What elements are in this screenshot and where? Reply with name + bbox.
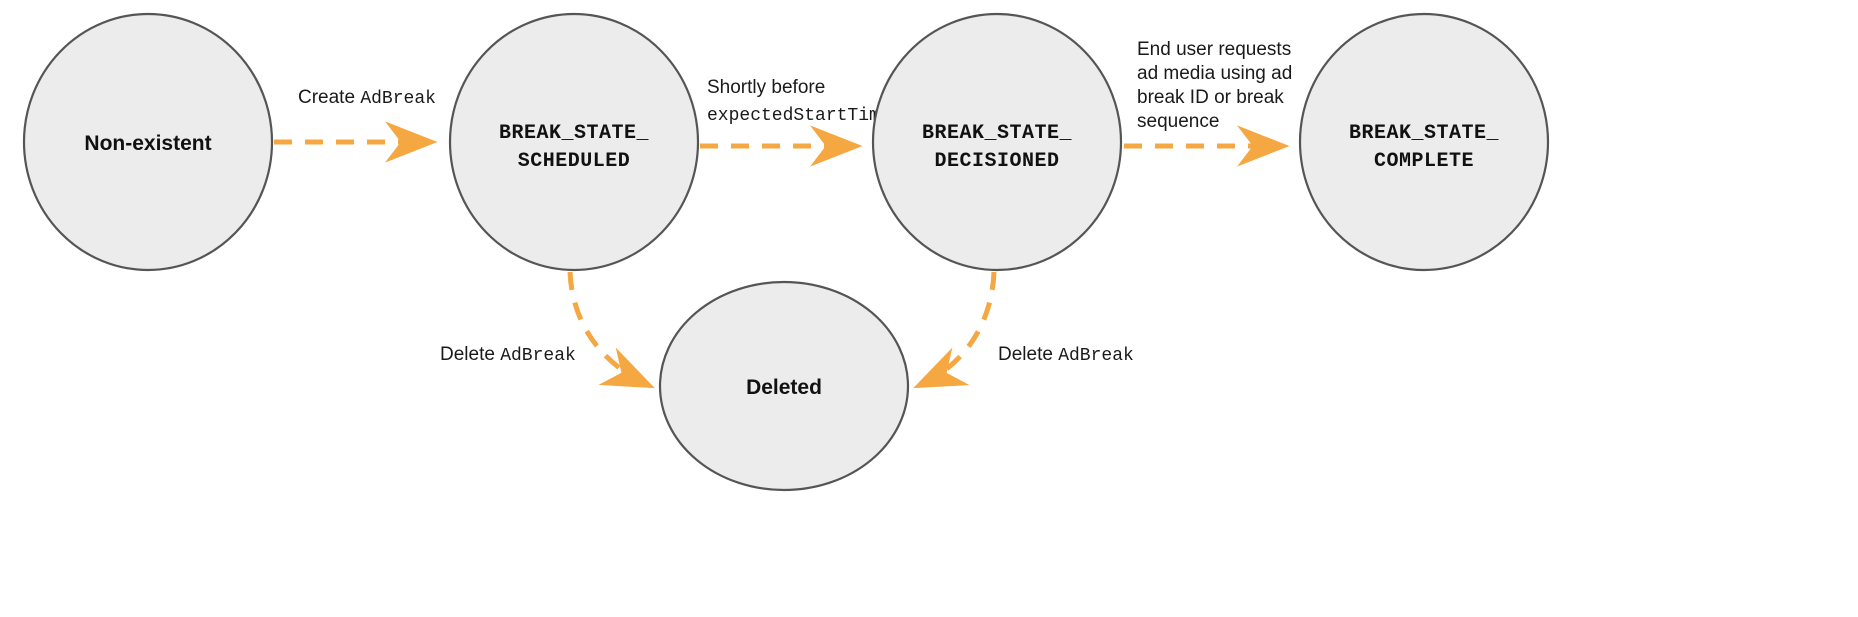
edge-label-shortly-before-line1: Shortly before bbox=[707, 77, 825, 98]
state-node-break-state-complete[interactable]: BREAK_STATE_ COMPLETE bbox=[1298, 12, 1550, 272]
edge-label-end-user-line2: ad media using ad bbox=[1137, 63, 1292, 84]
node-label-break-state-complete-line2: COMPLETE bbox=[1374, 150, 1474, 173]
state-node-non-existent[interactable]: Non-existent bbox=[22, 12, 274, 272]
state-node-break-state-decisioned[interactable]: BREAK_STATE_ DECISIONED bbox=[871, 12, 1123, 272]
state-node-deleted[interactable]: Deleted bbox=[658, 280, 910, 492]
edge-label-part-mono: AdBreak bbox=[360, 89, 436, 109]
edge-label-create-adbreak: Create AdBreak bbox=[298, 87, 436, 109]
edge-delete-adbreak-from-decisioned: Delete AdBreak bbox=[913, 271, 1134, 389]
node-label-break-state-decisioned-line2: DECISIONED bbox=[934, 150, 1059, 173]
node-label-deleted: Deleted bbox=[746, 376, 822, 399]
edge-label-end-user-line3: break ID or break bbox=[1137, 87, 1284, 108]
node-label-break-state-decisioned-line1: BREAK_STATE_ bbox=[922, 122, 1073, 145]
edge-label-part-sans: Delete bbox=[440, 344, 500, 365]
state-node-break-state-scheduled[interactable]: BREAK_STATE_ SCHEDULED bbox=[448, 12, 700, 272]
edge-line-delete-from-scheduled bbox=[567, 271, 655, 389]
node-shape-non-existent[interactable] bbox=[22, 12, 274, 272]
edge-label-part-sans: Delete bbox=[998, 344, 1058, 365]
edge-end-user-requests-ad-media: End user requests ad media using ad brea… bbox=[1124, 39, 1292, 167]
edge-label-delete-adbreak-left: Delete AdBreak bbox=[440, 344, 576, 366]
edge-shortly-before-expected-start-time: Shortly before expectedStartTime bbox=[700, 77, 891, 167]
node-shape-break-state-complete[interactable] bbox=[1298, 12, 1550, 272]
node-shape-deleted[interactable] bbox=[658, 280, 910, 492]
edge-create-adbreak: Create AdBreak bbox=[274, 87, 438, 163]
edge-line-delete-from-decisioned bbox=[913, 271, 997, 389]
node-label-break-state-scheduled-line2: SCHEDULED bbox=[518, 150, 631, 173]
edge-label-expected-start-time-line2: expectedStartTime bbox=[707, 106, 891, 126]
edge-label-end-user-line4: sequence bbox=[1137, 111, 1219, 132]
node-shape-break-state-scheduled[interactable] bbox=[448, 12, 700, 272]
edge-label-delete-adbreak-right: Delete AdBreak bbox=[998, 344, 1134, 366]
edge-delete-adbreak-from-scheduled: Delete AdBreak bbox=[440, 271, 655, 389]
node-label-break-state-complete-line1: BREAK_STATE_ bbox=[1349, 122, 1500, 145]
node-label-break-state-scheduled-line1: BREAK_STATE_ bbox=[499, 122, 650, 145]
node-label-non-existent: Non-existent bbox=[84, 132, 211, 155]
edge-label-part-mono: AdBreak bbox=[500, 346, 576, 366]
edge-label-end-user-line1: End user requests bbox=[1137, 39, 1291, 60]
node-shape-break-state-decisioned[interactable] bbox=[871, 12, 1123, 272]
edge-label-part-sans: Create bbox=[298, 87, 360, 108]
edge-label-part-mono: AdBreak bbox=[1058, 346, 1134, 366]
